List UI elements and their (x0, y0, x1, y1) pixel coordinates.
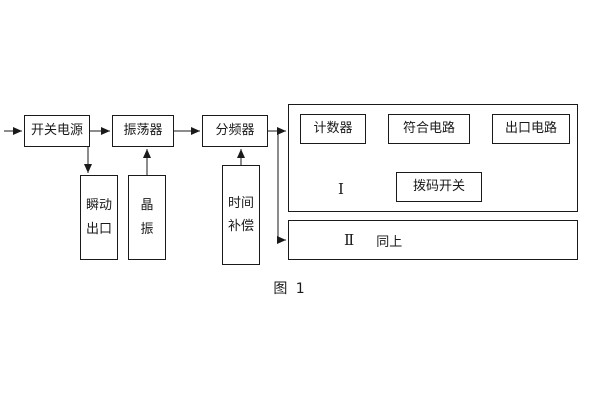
block-coincidence-circuit: 符合电路 (388, 114, 470, 144)
group-2-box (288, 220, 578, 260)
block-frequency-divider: 分频器 (202, 115, 268, 147)
figure-caption: 图 1 (273, 281, 307, 297)
group-2-label: Ⅱ (344, 231, 355, 249)
block-crystal-oscillator: 晶 振 (128, 175, 166, 260)
block-outlet-circuit: 出口电路 (492, 114, 570, 144)
group-2-content: Ⅱ 同上 (288, 220, 578, 260)
block-time-compensation: 时间 补偿 (222, 165, 260, 265)
block-switching-power: 开关电源 (24, 115, 90, 147)
group-1-label: Ⅰ (338, 180, 344, 198)
arrow-divider-to-group2 (277, 131, 286, 244)
block-counter: 计数器 (300, 114, 366, 144)
block-dip-switch: 拨码开关 (396, 172, 482, 202)
group-2-same-as-above: 同上 (376, 234, 403, 250)
block-oscillator: 振荡器 (112, 115, 174, 147)
block-instant-outlet: 瞬动 出口 (80, 175, 118, 260)
